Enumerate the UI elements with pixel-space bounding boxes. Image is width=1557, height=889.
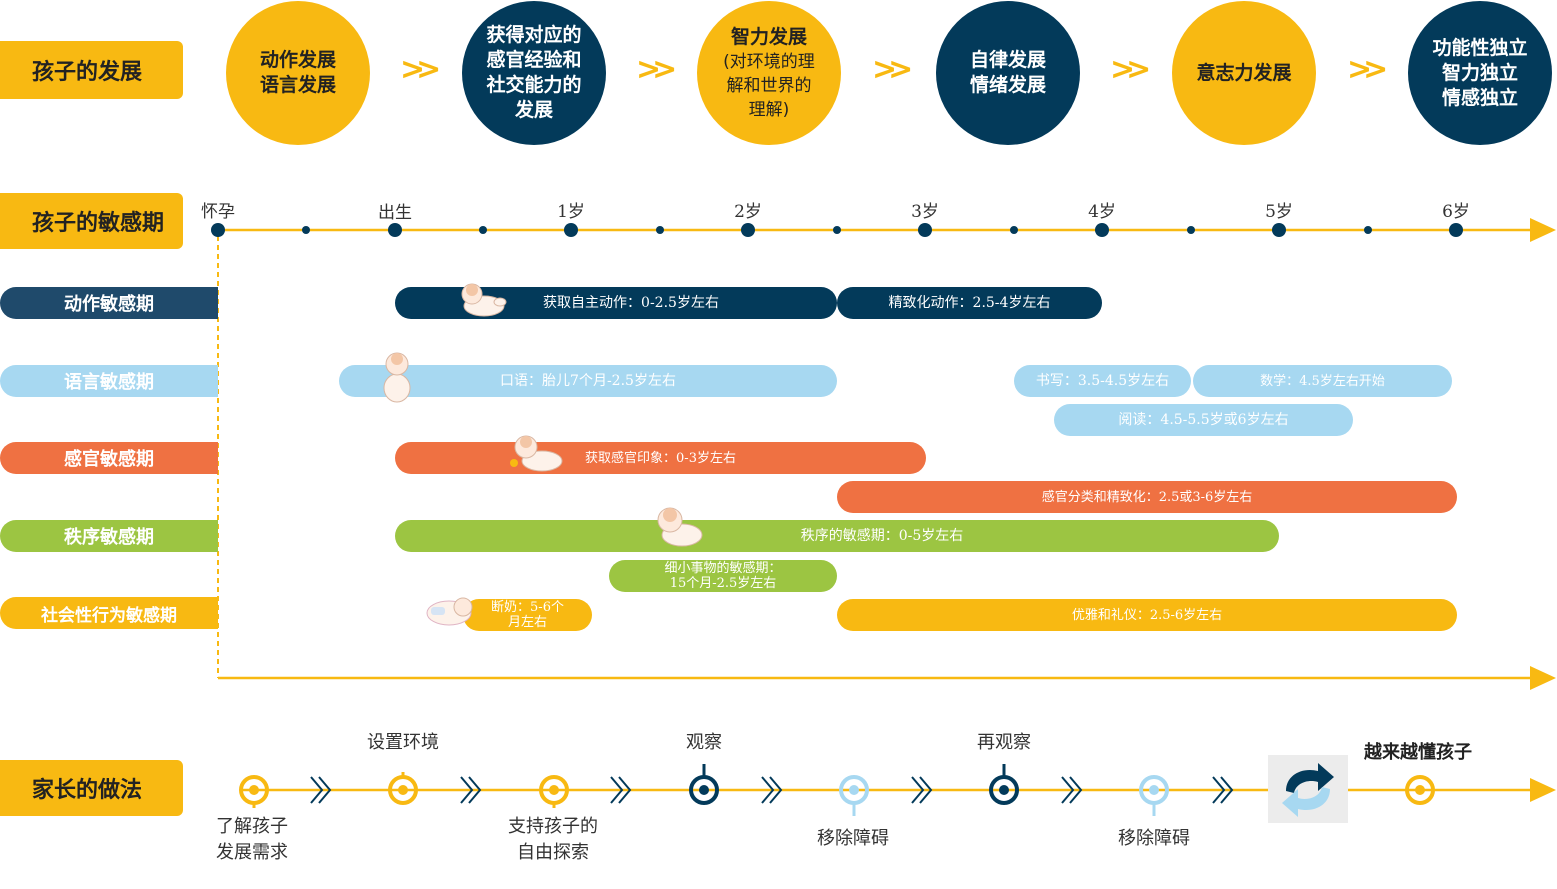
step-label-remove-obstacles: 移除障碍 xyxy=(817,828,889,849)
tick-label: 出生 xyxy=(378,203,412,223)
bar-language-reading: 阅读：4.5-5.5岁或6岁左右 xyxy=(1054,404,1353,436)
step-label-observe: 观察 xyxy=(686,732,722,753)
step-node-understand-better xyxy=(1405,775,1435,805)
stage-text-3: 智力发展 xyxy=(730,25,807,48)
category-language: 语言敏感期 xyxy=(0,365,218,397)
stage-text-6: 功能性独立 智力独立 情感独立 xyxy=(1432,36,1528,109)
category-social: 社会性行为敏感期 xyxy=(0,597,218,629)
category-order: 秩序敏感期 xyxy=(0,520,218,552)
stage-subtext-3: (对环境的理 解和世界的 理解) xyxy=(723,51,815,120)
step-label-reobserve: 再观察 xyxy=(977,732,1031,753)
row-label-development: 孩子的发展 xyxy=(0,41,183,99)
tick-label: 3岁 xyxy=(911,202,939,222)
baby-lying-icon xyxy=(426,597,473,626)
stage-circle-4: 自律发展 情绪发展 xyxy=(936,1,1080,145)
baby-crawling-icon xyxy=(461,283,507,317)
stage-circle-2: 获得对应的 感官经验和 社交能力的 发展 xyxy=(462,1,606,145)
step-label-understand-better: 越来越懂孩子 xyxy=(1364,742,1472,763)
bar-social-etiquette: 优雅和礼仪：2.5-6岁左右 xyxy=(837,599,1457,631)
step-node-setup-env xyxy=(388,772,418,805)
stage-text-4: 自律发展 情绪发展 xyxy=(969,49,1046,96)
step-node-understand xyxy=(239,775,269,808)
stage-circle-3: 智力发展 (对环境的理 解和世界的 理解) xyxy=(697,1,841,145)
stage-circle-1: 动作发展 语言发展 xyxy=(226,1,370,145)
bar-language-oral: 口语：胎儿7个月-2.5岁左右 xyxy=(339,365,837,397)
stage-text-1: 动作发展 语言发展 xyxy=(259,49,336,96)
category-motion: 动作敏感期 xyxy=(0,287,218,319)
step-label-support: 支持孩子的 自由探索 xyxy=(508,816,598,863)
row-label-parenting: 家长的做法 xyxy=(0,760,183,816)
bar-language-math: 数学：4.5岁左右开始 xyxy=(1193,365,1452,397)
cycle-refresh-icon xyxy=(1268,755,1348,823)
step-node-reobserve xyxy=(989,764,1019,805)
baby-crawling-icon xyxy=(510,435,563,472)
step-label-setup-env: 设置环境 xyxy=(367,732,439,753)
tick-label: 2岁 xyxy=(734,202,762,222)
step-node-remove-obstacles xyxy=(839,775,869,816)
step-node-remove-obstacles-2 xyxy=(1139,775,1169,816)
step-node-observe xyxy=(689,764,719,805)
category-sensory: 感官敏感期 xyxy=(0,442,218,474)
baby-crawling-icon xyxy=(657,507,703,547)
bar-motion-refined: 精致化动作：2.5-4岁左右 xyxy=(837,287,1102,319)
step-label-remove-obstacles-2: 移除障碍 xyxy=(1118,828,1190,849)
tick-label: 4岁 xyxy=(1088,202,1116,222)
bar-language-writing: 书写：3.5-4.5岁左右 xyxy=(1014,365,1191,397)
bar-social-weaning: 断奶：5-6个 月左右 xyxy=(463,599,592,631)
stage-text-5: 意志力发展 xyxy=(1196,61,1292,84)
stage-circle-6: 功能性独立 智力独立 情感独立 xyxy=(1408,1,1552,145)
row-label-sensitive-periods: 孩子的敏感期 xyxy=(0,193,183,249)
stage-circle-5: 意志力发展 xyxy=(1172,1,1316,145)
tick-label: 5岁 xyxy=(1265,202,1293,222)
bar-sensory-impressions: 获取感官印象：0-3岁左右 xyxy=(395,442,926,474)
bar-order-small-objects: 细小事物的敏感期： 15个月-2.5岁左右 xyxy=(609,560,837,592)
bar-sensory-classification: 感官分类和精致化：2.5或3-6岁左右 xyxy=(837,481,1457,513)
bar-order-main: 秩序的敏感期：0-5岁左右 xyxy=(395,520,1279,552)
step-label-understand-needs: 了解孩子 发展需求 xyxy=(216,816,288,863)
tick-label: 6岁 xyxy=(1442,202,1470,222)
tick-label: 1岁 xyxy=(557,202,585,222)
step-node-support xyxy=(539,775,569,808)
stage-text-2: 获得对应的 感官经验和 社交能力的 发展 xyxy=(486,24,582,121)
tick-label: 怀孕 xyxy=(201,202,235,222)
baby-sitting-icon xyxy=(383,352,411,403)
